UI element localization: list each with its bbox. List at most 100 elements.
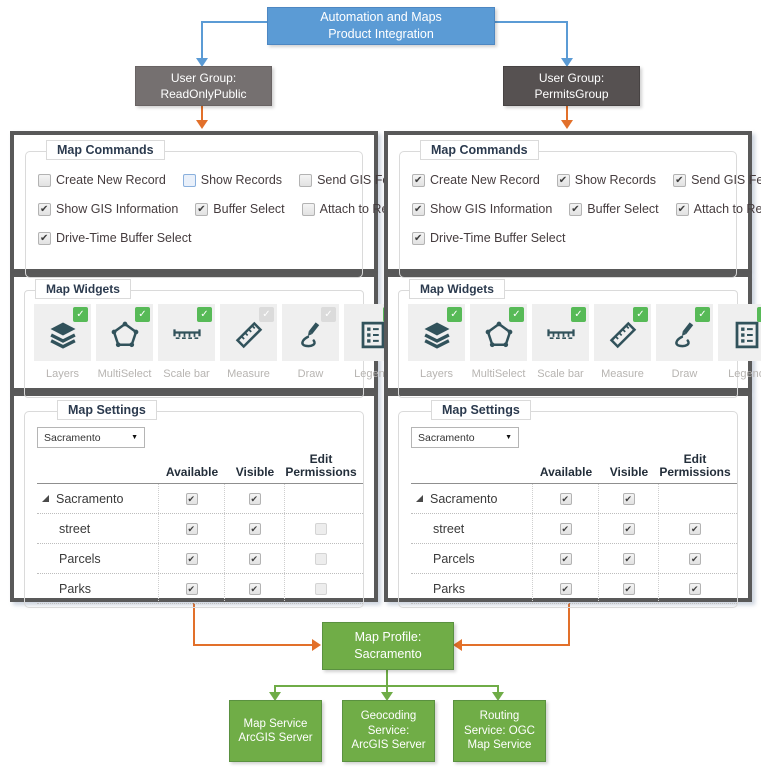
widget-tile-measure[interactable]: ✓ (220, 304, 277, 361)
visible-checkbox[interactable] (248, 552, 261, 565)
checkbox-show-gis-information[interactable] (38, 202, 51, 216)
available-checkbox[interactable] (559, 522, 572, 535)
checkbox-send-gis-feature[interactable] (673, 173, 687, 187)
widget-tile-scale-bar[interactable]: ✓ (158, 304, 215, 361)
widget-check-icon[interactable]: ✓ (509, 307, 524, 322)
widget-check-icon[interactable]: ✓ (633, 307, 648, 322)
checkbox-attach-to-record[interactable] (675, 202, 689, 216)
visible-checkbox[interactable] (248, 492, 261, 505)
map-selector-dropdown[interactable]: Sacramento ▼ (37, 427, 145, 448)
command-item-drive-time-buffer-select[interactable]: Drive-Time Buffer Select (38, 231, 191, 245)
visible-checkbox[interactable] (248, 522, 261, 535)
command-item-show-gis-information[interactable]: Show GIS Information (38, 202, 178, 216)
edit-checkbox[interactable] (315, 582, 327, 595)
tree-expander-icon[interactable] (416, 495, 423, 502)
checkbox-show-records[interactable] (182, 173, 196, 187)
command-item-send-gis-feature[interactable]: Send GIS Feature (673, 173, 761, 187)
edit-checkbox[interactable] (689, 552, 701, 565)
command-item-buffer-select[interactable]: Buffer Select (569, 202, 659, 216)
command-item-create-new-record[interactable]: Create New Record (38, 173, 166, 187)
available-checkbox[interactable] (185, 492, 198, 505)
available-checkbox[interactable] (185, 552, 198, 565)
command-item-attach-to-record[interactable]: Attach to Record (675, 202, 761, 216)
tree-expander-icon[interactable] (42, 495, 49, 502)
command-item-show-records[interactable]: Show Records (556, 173, 657, 187)
command-item-show-gis-information[interactable]: Show GIS Information (412, 202, 552, 216)
widget-check-icon[interactable]: ✓ (321, 307, 336, 322)
edit-checkbox[interactable] (689, 582, 701, 595)
widget-multiselect: ✓ MultiSelect (470, 304, 527, 380)
available-checkbox[interactable] (185, 522, 198, 535)
edit-cell (659, 544, 731, 573)
checkbox-show-records[interactable] (556, 173, 570, 187)
checkbox-drive-time-buffer-select[interactable] (412, 231, 425, 245)
command-label: Show Records (574, 173, 657, 187)
widget-legend: ✓Legend (718, 304, 761, 380)
command-row: Create New Record Show Records Send GIS Fe… (412, 173, 761, 187)
widget-check-icon[interactable]: ✓ (197, 307, 212, 322)
edit-checkbox[interactable] (315, 552, 327, 565)
checkbox-buffer-select[interactable] (195, 202, 209, 216)
widget-check-icon[interactable]: ✓ (447, 307, 462, 322)
command-item-show-records[interactable]: Show Records (182, 173, 282, 187)
visible-checkbox[interactable] (622, 492, 635, 505)
checkbox-buffer-select[interactable] (569, 202, 583, 216)
available-cell (533, 514, 599, 543)
available-checkbox[interactable] (559, 492, 572, 505)
widget-check-icon[interactable]: ✓ (73, 307, 88, 322)
service-node-line: ArcGIS Server (238, 732, 313, 744)
available-checkbox[interactable] (559, 582, 572, 595)
widget-check-icon[interactable]: ✓ (135, 307, 150, 322)
edit-checkbox[interactable] (315, 522, 327, 535)
widget-label: Scale bar (537, 368, 584, 380)
visible-cell (225, 514, 285, 543)
column-header-edit-permissions: Edit Permissions (659, 452, 731, 479)
available-checkbox[interactable] (185, 582, 198, 595)
edit-cell (285, 574, 357, 603)
visible-checkbox[interactable] (248, 582, 261, 595)
visible-checkbox[interactable] (622, 552, 635, 565)
widget-tile-layers[interactable]: ✓ (408, 304, 465, 361)
widget-tile-measure[interactable]: ✓ (594, 304, 651, 361)
visible-cell (225, 574, 285, 603)
widget-tile-scale-bar[interactable]: ✓ (532, 304, 589, 361)
checkbox-create-new-record[interactable] (38, 173, 51, 187)
visible-checkbox[interactable] (622, 522, 635, 535)
available-cell (159, 484, 225, 513)
widget-measure: ✓Measure (220, 304, 277, 380)
edit-checkbox[interactable] (689, 522, 701, 535)
command-item-drive-time-buffer-select[interactable]: Drive-Time Buffer Select (412, 231, 565, 245)
widget-check-icon[interactable]: ✓ (695, 307, 710, 322)
widget-tile-layers[interactable]: ✓ (34, 304, 91, 361)
widget-tile-multiselect[interactable]: ✓ (96, 304, 153, 361)
checkbox-create-new-record[interactable] (412, 173, 425, 187)
widget-check-icon[interactable]: ✓ (571, 307, 586, 322)
layer-name-cell: Sacramento (411, 484, 533, 513)
widget-check-icon[interactable]: ✓ (259, 307, 274, 322)
widget-tile-draw[interactable]: ✓ (282, 304, 339, 361)
user-group-label: User Group: (170, 71, 237, 85)
widget-tile-multiselect[interactable]: ✓ (470, 304, 527, 361)
widget-tile-legend[interactable]: ✓ (718, 304, 761, 361)
map-widgets-list: ✓Layers✓MultiSelect✓Scale bar✓Measure✓Dr… (34, 304, 401, 380)
command-label: Drive-Time Buffer Select (430, 231, 566, 245)
checkbox-attach-to-record[interactable] (301, 202, 315, 216)
layer-row-sacramento: Sacramento (37, 484, 363, 514)
layers-icon (48, 320, 78, 350)
checkbox-show-gis-information[interactable] (412, 202, 425, 216)
visible-checkbox[interactable] (622, 582, 635, 595)
widget-tile-draw[interactable]: ✓ (656, 304, 713, 361)
layer-row-sacramento: Sacramento (411, 484, 737, 514)
command-item-create-new-record[interactable]: Create New Record (412, 173, 540, 187)
map-selector-dropdown[interactable]: Sacramento ▼ (411, 427, 519, 448)
command-item-buffer-select[interactable]: Buffer Select (195, 202, 285, 216)
column-header-available: Available (539, 465, 593, 479)
checkbox-drive-time-buffer-select[interactable] (38, 231, 51, 245)
user-group-label: User Group: (538, 71, 605, 85)
checkbox-send-gis-feature[interactable] (299, 173, 313, 187)
widget-label: MultiSelect (471, 368, 526, 380)
available-checkbox[interactable] (559, 552, 572, 565)
